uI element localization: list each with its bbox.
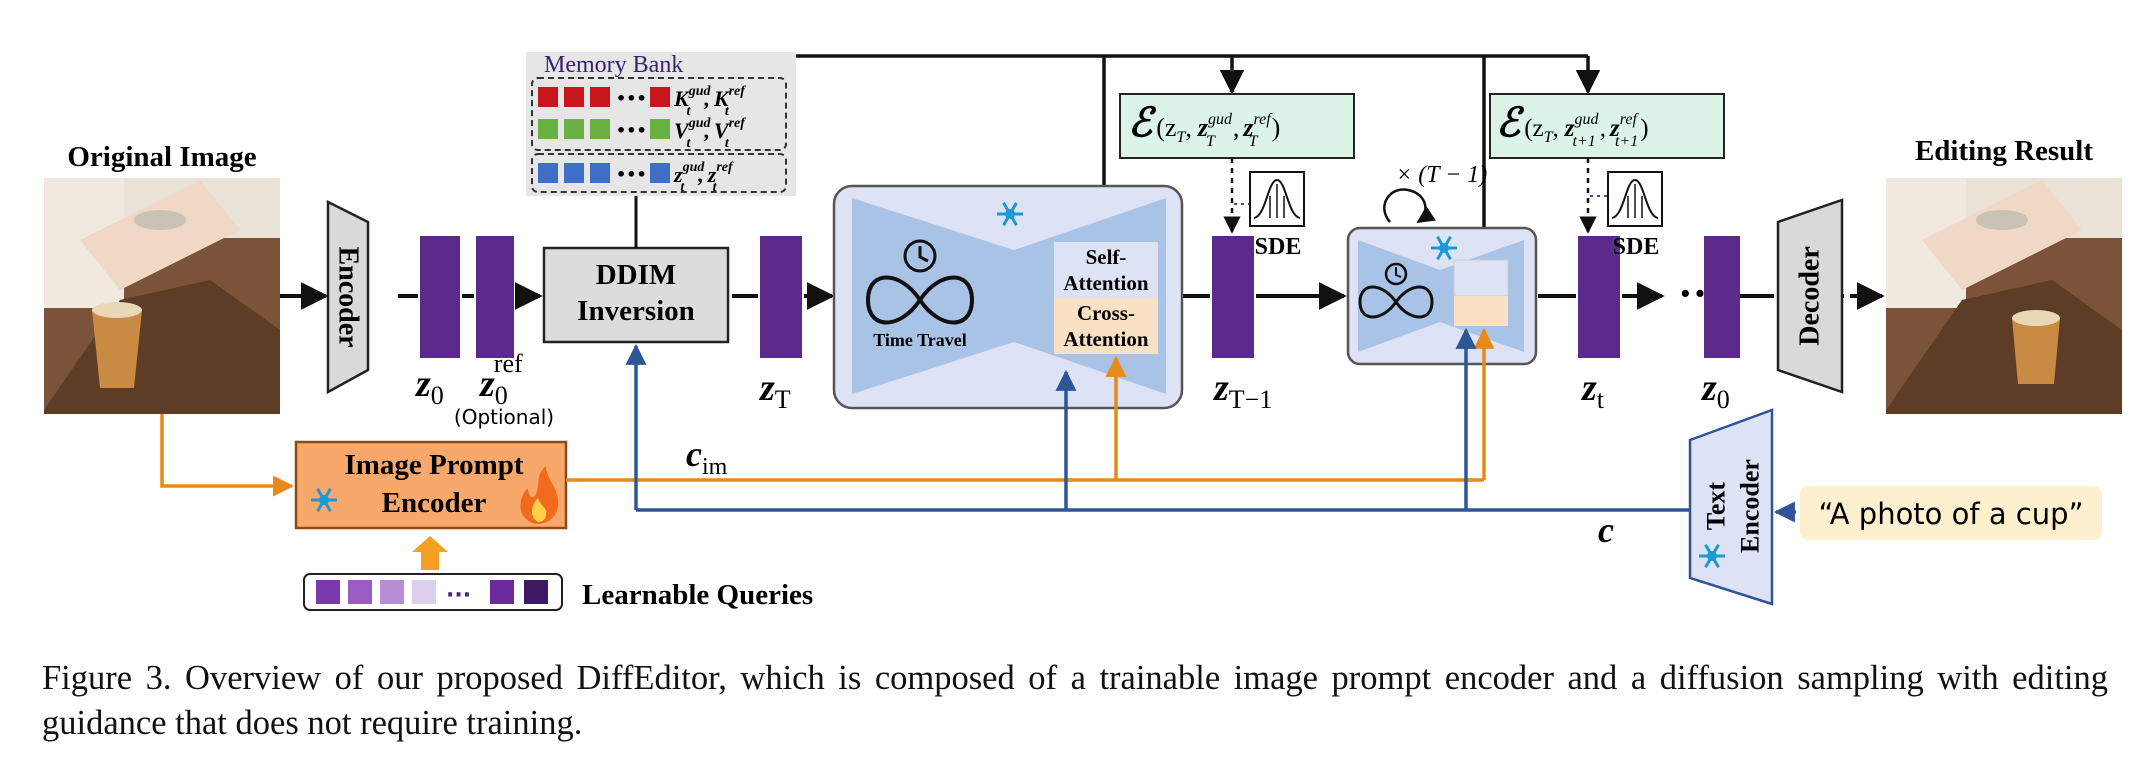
latent-zt-bar: [1578, 236, 1620, 358]
latent-z0-bar: [420, 236, 460, 358]
editing-result-label: Editing Result: [1915, 135, 2093, 167]
zT1-label: zT−1: [1212, 367, 1272, 414]
editing-result-image: [1886, 178, 2122, 414]
latent-z0ref-bar: [476, 236, 514, 358]
svg-text:···: ···: [446, 583, 471, 608]
svg-text:•••: •••: [616, 89, 647, 108]
unet-block-small: [1346, 226, 1538, 366]
z0ref-label: z0ref: [478, 349, 523, 410]
energy-symbol: ℰ: [1128, 100, 1157, 145]
learnable-queries: ···: [303, 573, 563, 611]
image-prompt-label-1: Image Prompt: [344, 449, 523, 481]
decoder-block: [1776, 198, 1844, 394]
prompt-text: “A photo of a cup”: [1818, 497, 2083, 531]
clock-icon: [1384, 262, 1408, 286]
queries-up-arrow: [412, 536, 448, 570]
text-encoder: Text Encoder: [1688, 408, 1774, 606]
original-image: [44, 178, 280, 414]
gaussian-icon: [1607, 171, 1663, 227]
unet-block-main: Time Travel Self- Attention Cross- Atten…: [832, 184, 1184, 410]
cross-attention-label-2: Attention: [1063, 327, 1148, 351]
zT-label: zT: [758, 367, 791, 414]
learnable-queries-label: Learnable Queries: [582, 579, 813, 611]
zt-label: zt: [1580, 367, 1605, 414]
image-prompt-label-2: Encoder: [382, 487, 487, 519]
ddim-label-line1: DDIM: [596, 259, 677, 291]
sde-label-1: SDE: [1255, 234, 1302, 260]
latent-zT1-bar: [1212, 236, 1254, 358]
sde-label-2: SDE: [1613, 234, 1660, 260]
figure-caption: Figure 3. Overview of our proposed DiffE…: [42, 659, 2108, 742]
loop-arrow-icon: [1383, 188, 1436, 224]
cross-attention-label-1: Cross-: [1077, 301, 1135, 325]
text-encoder-label-1: Text: [1702, 482, 1731, 530]
infinity-icon: [1358, 285, 1434, 319]
c-im-label: cim: [686, 434, 728, 480]
fire-icon: [520, 466, 559, 524]
ddim-inversion-block: [542, 246, 730, 344]
z0-label: z0: [414, 363, 444, 410]
svg-text:•••: •••: [616, 165, 647, 184]
infinity-icon: [865, 275, 975, 325]
svg-text:•••: •••: [616, 121, 647, 140]
encoder-label: Encoder: [333, 246, 364, 347]
gaussian-icon: [1249, 171, 1305, 227]
optional-label: (Optional): [454, 405, 554, 429]
c-label: c: [1598, 510, 1614, 550]
memory-bank-title: Memory Bank: [544, 52, 683, 78]
original-image-label: Original Image: [67, 141, 256, 173]
text-encoder-label-2: Encoder: [1736, 459, 1765, 553]
repeat-label: × (T − 1): [1396, 162, 1487, 188]
latent-zT-bar: [760, 236, 802, 358]
encoder-block: [326, 199, 370, 395]
prompt-box: [1800, 486, 2102, 540]
energy-symbol: ℰ: [1496, 100, 1525, 145]
decoder-label: Decoder: [1795, 246, 1826, 346]
latent-z0-final-bar: [1704, 236, 1740, 358]
clock-icon: [903, 239, 937, 273]
ddim-label-line2: Inversion: [577, 295, 695, 327]
self-attention-label-2: Attention: [1063, 271, 1148, 295]
self-attention-label-1: Self-: [1086, 245, 1127, 269]
image-prompt-encoder: Image Prompt Encoder: [294, 440, 568, 530]
time-travel-label: Time Travel: [873, 330, 967, 350]
z0-final-label: z0: [1700, 367, 1730, 414]
